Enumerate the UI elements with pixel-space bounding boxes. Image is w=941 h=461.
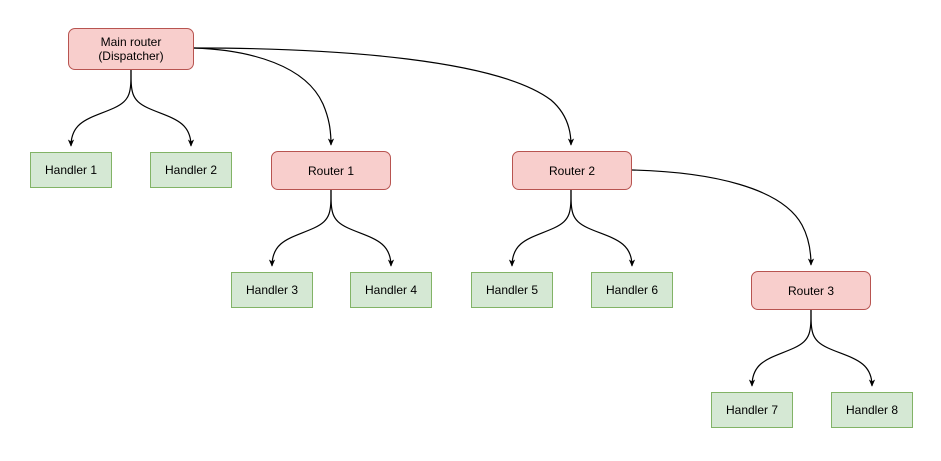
node-handler-1-label: Handler 1 xyxy=(44,163,98,177)
node-main-router[interactable]: Main router (Dispatcher) xyxy=(68,28,194,70)
node-router-3[interactable]: Router 3 xyxy=(751,271,871,310)
node-handler-5-label: Handler 5 xyxy=(485,283,539,297)
node-handler-8-label: Handler 8 xyxy=(845,403,899,417)
edge-router-3-to-handler-7 xyxy=(748,309,812,387)
node-handler-7-label: Handler 7 xyxy=(725,403,779,417)
node-handler-5[interactable]: Handler 5 xyxy=(471,272,553,308)
edge-router-3-to-handler-8 xyxy=(810,309,876,387)
node-handler-4[interactable]: Handler 4 xyxy=(350,272,432,308)
node-handler-3-label: Handler 3 xyxy=(245,283,299,297)
node-handler-6[interactable]: Handler 6 xyxy=(591,272,673,308)
edge-main-router-to-router-2 xyxy=(193,47,575,146)
node-handler-8[interactable]: Handler 8 xyxy=(831,392,913,428)
node-router-2[interactable]: Router 2 xyxy=(512,151,632,190)
edge-router-2-to-router-3 xyxy=(631,169,815,266)
node-router-3-label: Router 3 xyxy=(787,283,835,298)
node-handler-1[interactable]: Handler 1 xyxy=(30,152,112,188)
node-handler-6-label: Handler 6 xyxy=(605,283,659,297)
node-handler-3[interactable]: Handler 3 xyxy=(231,272,313,308)
edge-main-router-to-handler-2 xyxy=(130,69,195,147)
node-main-router-label: Main router (Dispatcher) xyxy=(98,35,164,63)
node-router-1[interactable]: Router 1 xyxy=(271,151,391,190)
node-router-2-label: Router 2 xyxy=(548,163,596,178)
edge-main-router-to-handler-1 xyxy=(67,69,132,147)
node-handler-2[interactable]: Handler 2 xyxy=(150,152,232,188)
edge-router-1-to-handler-4 xyxy=(330,189,395,267)
node-router-1-label: Router 1 xyxy=(307,163,355,178)
edge-router-2-to-handler-6 xyxy=(570,189,636,267)
node-handler-2-label: Handler 2 xyxy=(164,163,218,177)
edge-main-router-to-router-1 xyxy=(193,47,335,146)
edge-router-2-to-handler-5 xyxy=(508,189,572,267)
node-handler-4-label: Handler 4 xyxy=(364,283,418,297)
edge-router-1-to-handler-3 xyxy=(268,189,332,267)
node-handler-7[interactable]: Handler 7 xyxy=(711,392,793,428)
